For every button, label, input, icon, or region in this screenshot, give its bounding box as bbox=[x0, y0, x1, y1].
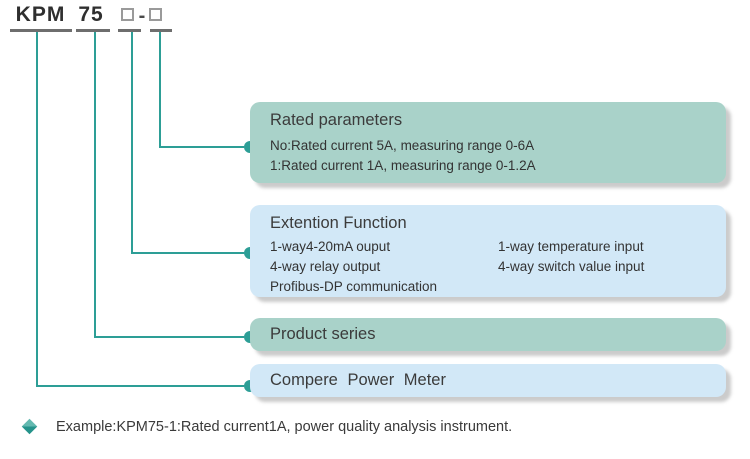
product-series-box: Product series bbox=[250, 318, 726, 351]
extension-function-item: Profibus-DP communication bbox=[270, 279, 438, 294]
rated-parameters-box: Rated parameters No:Rated current 5A, me… bbox=[250, 102, 726, 183]
rated-parameters-line: 1:Rated current 1A, measuring range 0-1.… bbox=[270, 158, 536, 173]
extension-function-box: Extention Function 1-way4-20mA ouput 4-w… bbox=[250, 205, 726, 297]
underline-option-2 bbox=[150, 29, 172, 32]
model-code-dash: - bbox=[138, 5, 146, 27]
extension-function-item: 1-way temperature input bbox=[498, 239, 644, 254]
option-placeholder-box-2 bbox=[149, 8, 162, 21]
power-meter-title: Compere Power Meter bbox=[270, 371, 446, 389]
rated-parameters-title: Rated parameters bbox=[270, 111, 403, 129]
example-text: Example:KPM75-1:Rated current1A, power q… bbox=[56, 419, 513, 435]
extension-function-item: 4-way relay output bbox=[270, 259, 381, 274]
extension-function-item: 1-way4-20mA ouput bbox=[270, 239, 391, 254]
connector-extension-hline bbox=[131, 252, 244, 254]
underline-prefix bbox=[10, 29, 72, 32]
model-prefix: KPM bbox=[15, 3, 66, 26]
extension-function-right-column: 1-way temperature input 4-way switch val… bbox=[498, 237, 644, 277]
connector-rated-vline bbox=[159, 32, 161, 147]
underline-option-1 bbox=[118, 29, 141, 32]
product-series-title: Product series bbox=[270, 325, 376, 343]
connector-extension-vline bbox=[131, 32, 133, 253]
connector-meter-vline bbox=[36, 32, 38, 386]
connector-meter-hline bbox=[36, 385, 244, 387]
option-placeholder-box-1 bbox=[121, 8, 134, 21]
model-series-number: 75 bbox=[78, 3, 104, 26]
underline-series bbox=[76, 29, 110, 32]
power-meter-box: Compere Power Meter bbox=[250, 364, 726, 397]
rated-parameters-line: No:Rated current 5A, measuring range 0-6… bbox=[270, 138, 535, 153]
connector-series-hline bbox=[94, 336, 244, 338]
diamond-icon bbox=[21, 418, 38, 435]
extension-function-item: 4-way switch value input bbox=[498, 259, 645, 274]
extension-function-title: Extention Function bbox=[270, 214, 407, 232]
connector-rated-hline bbox=[159, 146, 244, 148]
connector-series-vline bbox=[94, 32, 96, 337]
